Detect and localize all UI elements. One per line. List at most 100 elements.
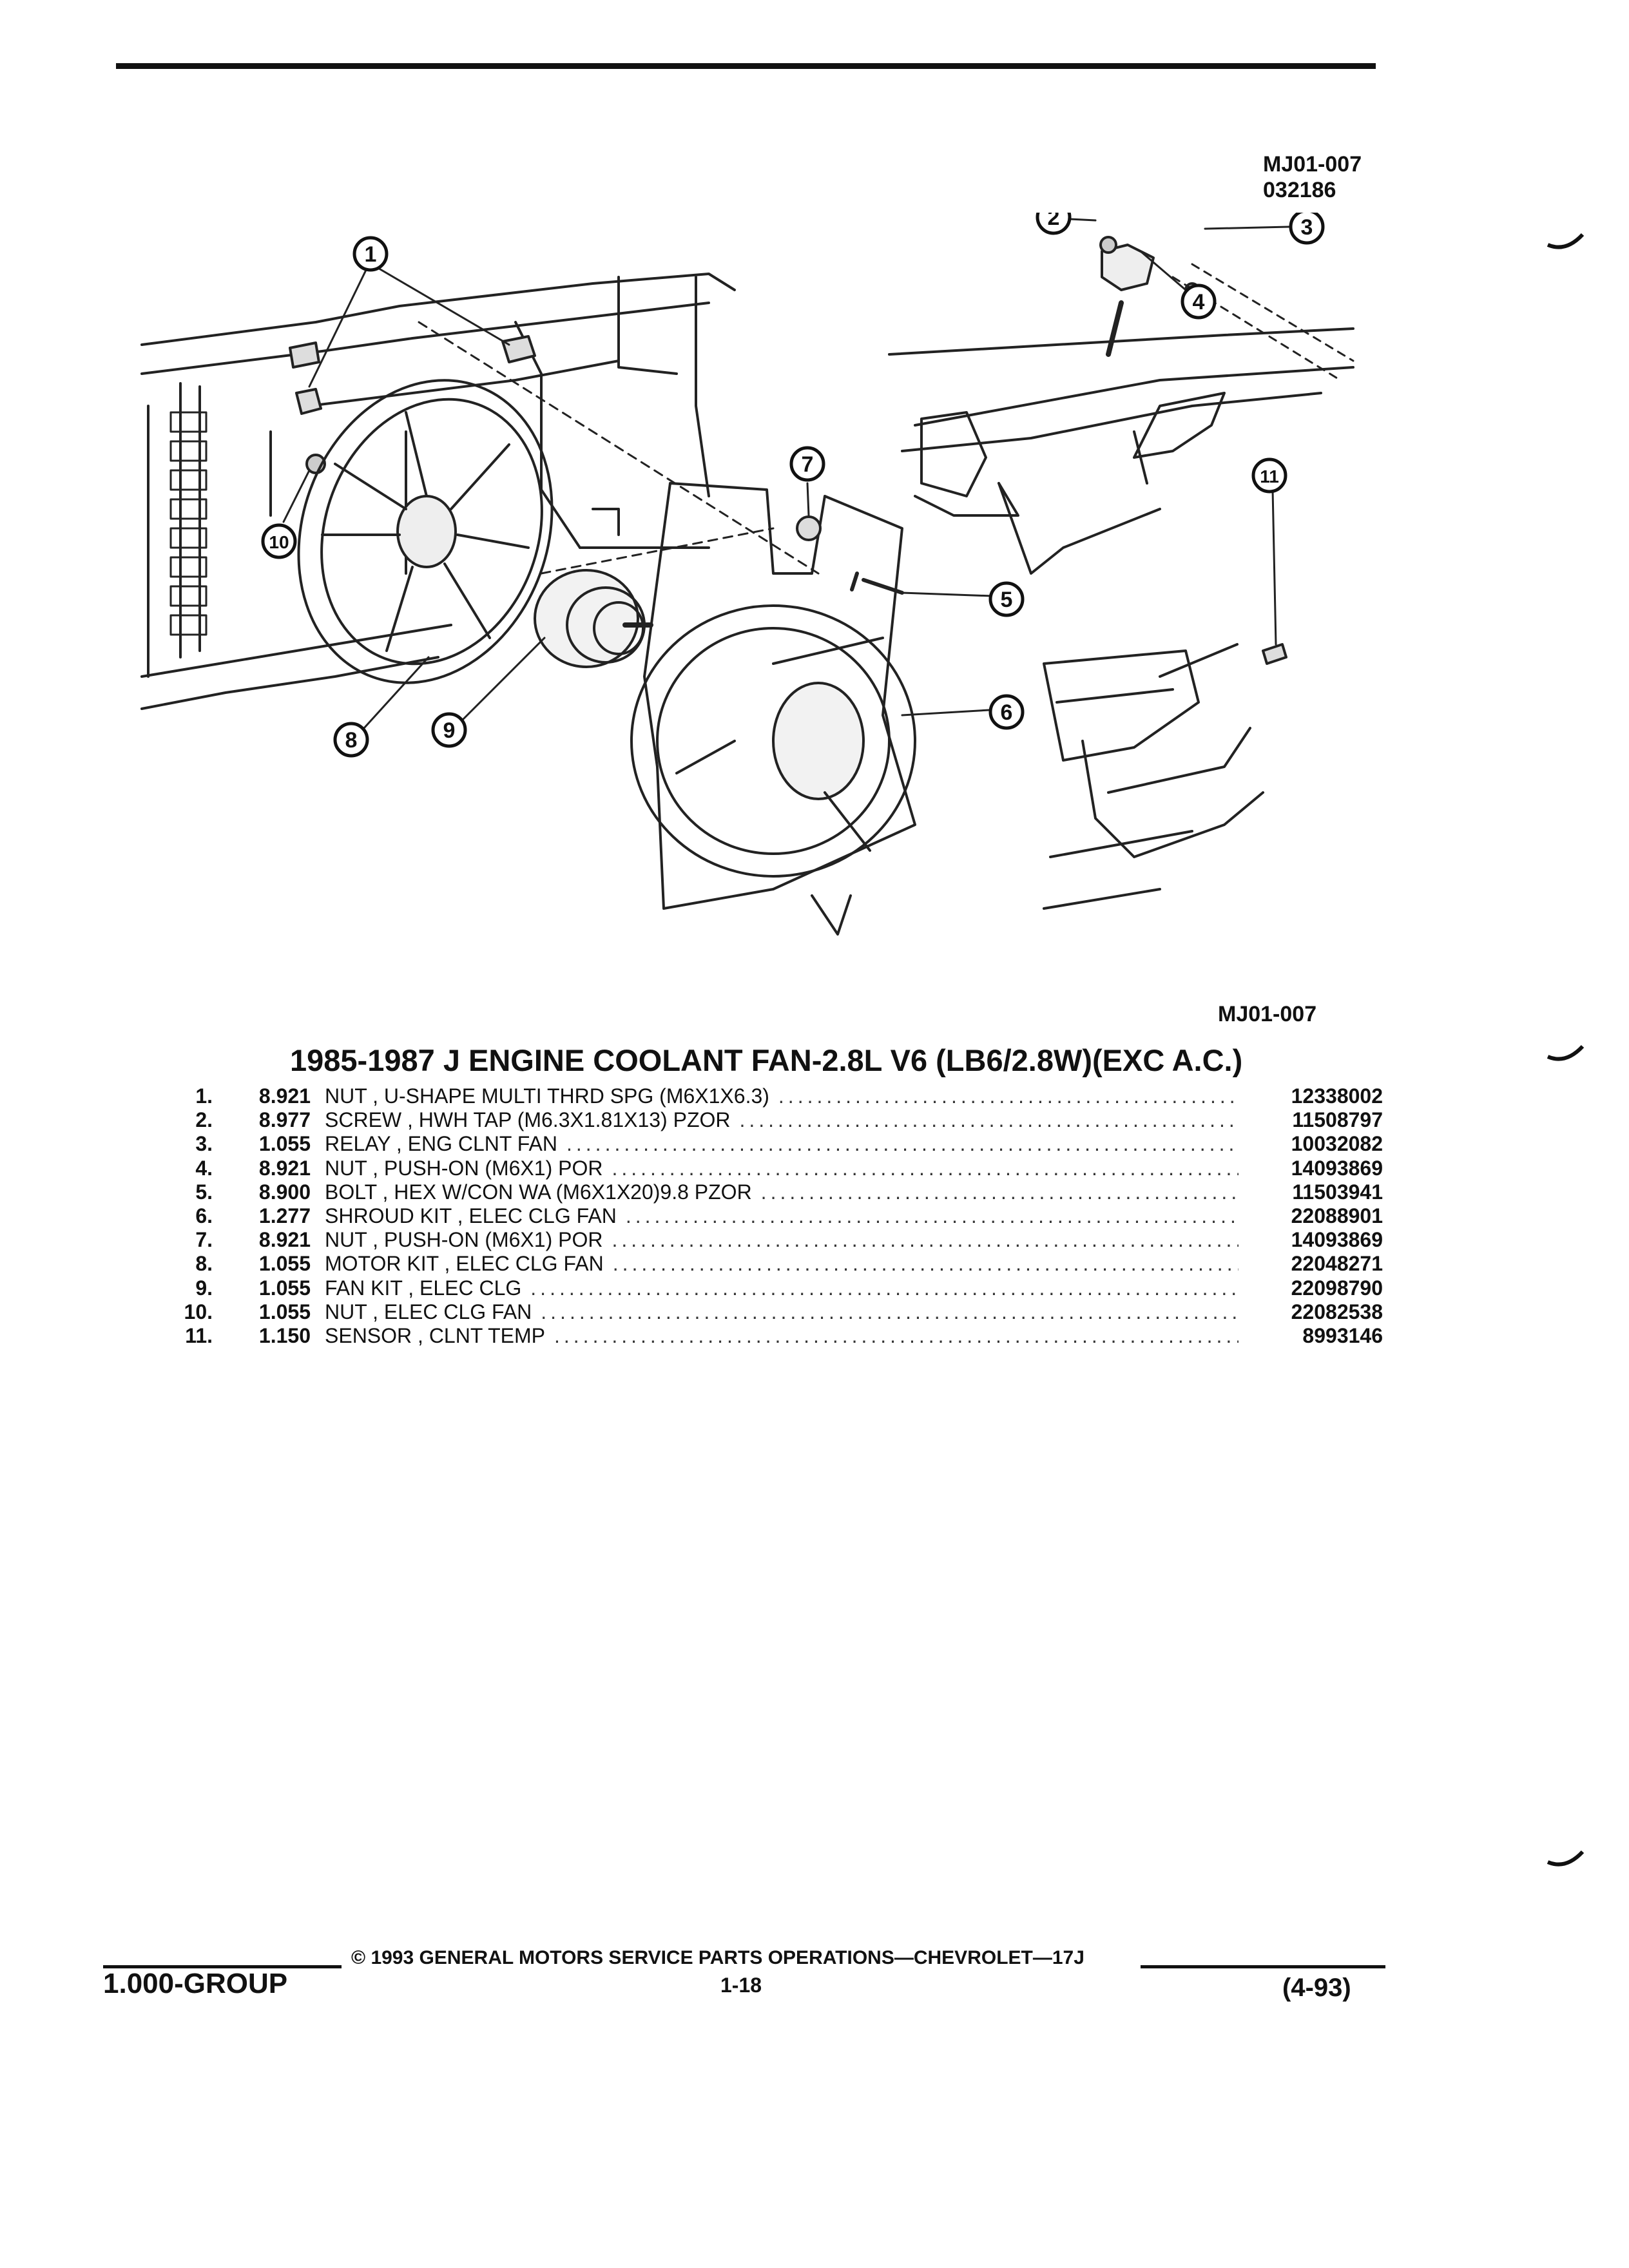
- callout-7: 7: [789, 446, 825, 482]
- callout-9-label: 9: [443, 718, 456, 743]
- leader-dots: [554, 1324, 1239, 1348]
- binder-edge-mark: [1547, 1044, 1585, 1061]
- parts-list-row: 11. 1.150 SENSOR , CLNT TEMP 8993146: [152, 1324, 1383, 1348]
- part-number: 22088901: [1291, 1204, 1383, 1227]
- part-number: 10032082: [1291, 1132, 1383, 1156]
- part-number: 22082538: [1291, 1300, 1383, 1323]
- bolt-drawing: [850, 572, 904, 595]
- part-number: 14093869: [1291, 1228, 1383, 1252]
- leader-dots: [541, 1300, 1239, 1324]
- part-group-code: 1.150: [258, 1323, 311, 1347]
- push-on-nut-drawing: [796, 515, 822, 541]
- part-group-code: 8.921: [258, 1156, 311, 1180]
- callout-11: 11: [1251, 457, 1287, 494]
- callout-1-label: 1: [365, 242, 377, 267]
- parts-list-row: 3. 1.055 RELAY , ENG CLNT FAN 10032082: [152, 1132, 1383, 1156]
- footer-rule-right: [1141, 1965, 1385, 1968]
- callout-markers: 1 2 3 4 5 6 7 8 9 10 11: [261, 213, 1325, 758]
- part-number: 22098790: [1291, 1276, 1383, 1300]
- callout-9: 9: [431, 712, 467, 748]
- part-index: 5.: [195, 1180, 213, 1204]
- part-group-code: 8.977: [258, 1108, 311, 1132]
- leader-dots: [530, 1276, 1239, 1300]
- part-number: 8993146: [1302, 1323, 1383, 1347]
- part-index: 4.: [195, 1156, 213, 1180]
- part-description: SHROUD KIT , ELEC CLG FAN: [325, 1204, 617, 1227]
- callout-3: 3: [1289, 213, 1325, 245]
- callout-10: 10: [261, 523, 297, 559]
- footer-group-label: 1.000-GROUP: [103, 1968, 288, 1999]
- figure-date-code: 032186: [1263, 178, 1336, 202]
- engine-sensor-drawing: [1043, 643, 1287, 910]
- binder-edge-mark: [1547, 1850, 1585, 1867]
- callout-1: 1: [352, 236, 389, 272]
- part-group-code: 1.055: [258, 1276, 311, 1300]
- leader-dots: [613, 1252, 1239, 1276]
- fan-shroud-drawing: [630, 482, 916, 936]
- part-index: 8.: [195, 1252, 213, 1276]
- callout-2-label: 2: [1048, 213, 1060, 230]
- part-description: SENSOR , CLNT TEMP: [325, 1323, 545, 1347]
- part-description: NUT , ELEC CLG FAN: [325, 1300, 532, 1323]
- part-number: 14093869: [1291, 1156, 1383, 1180]
- parts-list-row: 7. 8.921 NUT , PUSH-ON (M6X1) POR 14093869: [152, 1228, 1383, 1252]
- part-group-code: 8.900: [258, 1180, 311, 1204]
- parts-list-title: 1985-1987 J ENGINE COOLANT FAN-2.8L V6 (…: [290, 1043, 1243, 1077]
- figure-code-bottom: MJ01-007: [1218, 1002, 1317, 1026]
- footer-page-number: 1-18: [720, 1974, 762, 1997]
- callout-5: 5: [988, 581, 1025, 617]
- part-index: 3.: [195, 1132, 213, 1156]
- callout-8: 8: [333, 722, 369, 758]
- part-number: 22048271: [1291, 1252, 1383, 1276]
- callout-4: 4: [1181, 284, 1217, 320]
- leader-dots: [761, 1180, 1239, 1204]
- callout-3-label: 3: [1301, 215, 1313, 240]
- exploded-parts-diagram: 1 2 3 4 5 6 7 8 9 10 11: [140, 213, 1354, 936]
- part-number: 11508797: [1292, 1108, 1383, 1132]
- leader-dots: [612, 1228, 1239, 1252]
- fan-motor-drawing: [534, 569, 653, 668]
- part-number: 11503941: [1292, 1180, 1383, 1204]
- part-group-code: 8.921: [258, 1228, 311, 1252]
- part-group-code: 1.055: [258, 1132, 311, 1156]
- part-index: 11.: [185, 1323, 213, 1347]
- callout-6: 6: [988, 694, 1025, 730]
- part-group-code: 8.921: [258, 1084, 311, 1108]
- leader-dots: [739, 1108, 1239, 1132]
- part-description: NUT , U-SHAPE MULTI THRD SPG (M6X1X6.3): [325, 1084, 769, 1108]
- callout-10-label: 10: [269, 532, 289, 552]
- parts-list-row: 6. 1.277 SHROUD KIT , ELEC CLG FAN 22088901: [152, 1204, 1383, 1228]
- callout-leaders: [282, 218, 1290, 729]
- part-index: 2.: [195, 1108, 213, 1132]
- callout-6-label: 6: [1001, 700, 1013, 725]
- figure-code-top: MJ01-007: [1263, 152, 1362, 177]
- footer-rule-left: [103, 1965, 342, 1968]
- part-description: RELAY , ENG CLNT FAN: [325, 1132, 557, 1156]
- callout-5-label: 5: [1001, 588, 1013, 612]
- footer-copyright: © 1993 GENERAL MOTORS SERVICE PARTS OPER…: [351, 1947, 1084, 1968]
- leader-dots: [626, 1204, 1239, 1228]
- part-description: NUT , PUSH-ON (M6X1) POR: [325, 1228, 603, 1252]
- part-description: MOTOR KIT , ELEC CLG FAN: [325, 1252, 604, 1276]
- part-index: 7.: [195, 1228, 213, 1252]
- part-group-code: 1.277: [258, 1204, 311, 1227]
- binder-edge-mark: [1547, 233, 1585, 249]
- callout-8-label: 8: [345, 728, 358, 753]
- callout-7-label: 7: [802, 452, 814, 477]
- part-index: 10.: [184, 1300, 213, 1323]
- leader-dots: [612, 1157, 1239, 1180]
- relay-mount-drawing: [888, 236, 1354, 575]
- top-rule: [116, 63, 1376, 69]
- leader-dots: [566, 1132, 1239, 1156]
- leader-dots: [778, 1084, 1239, 1108]
- part-index: 6.: [195, 1204, 213, 1227]
- part-description: FAN KIT , ELEC CLG: [325, 1276, 522, 1300]
- callout-11-label: 11: [1260, 466, 1279, 486]
